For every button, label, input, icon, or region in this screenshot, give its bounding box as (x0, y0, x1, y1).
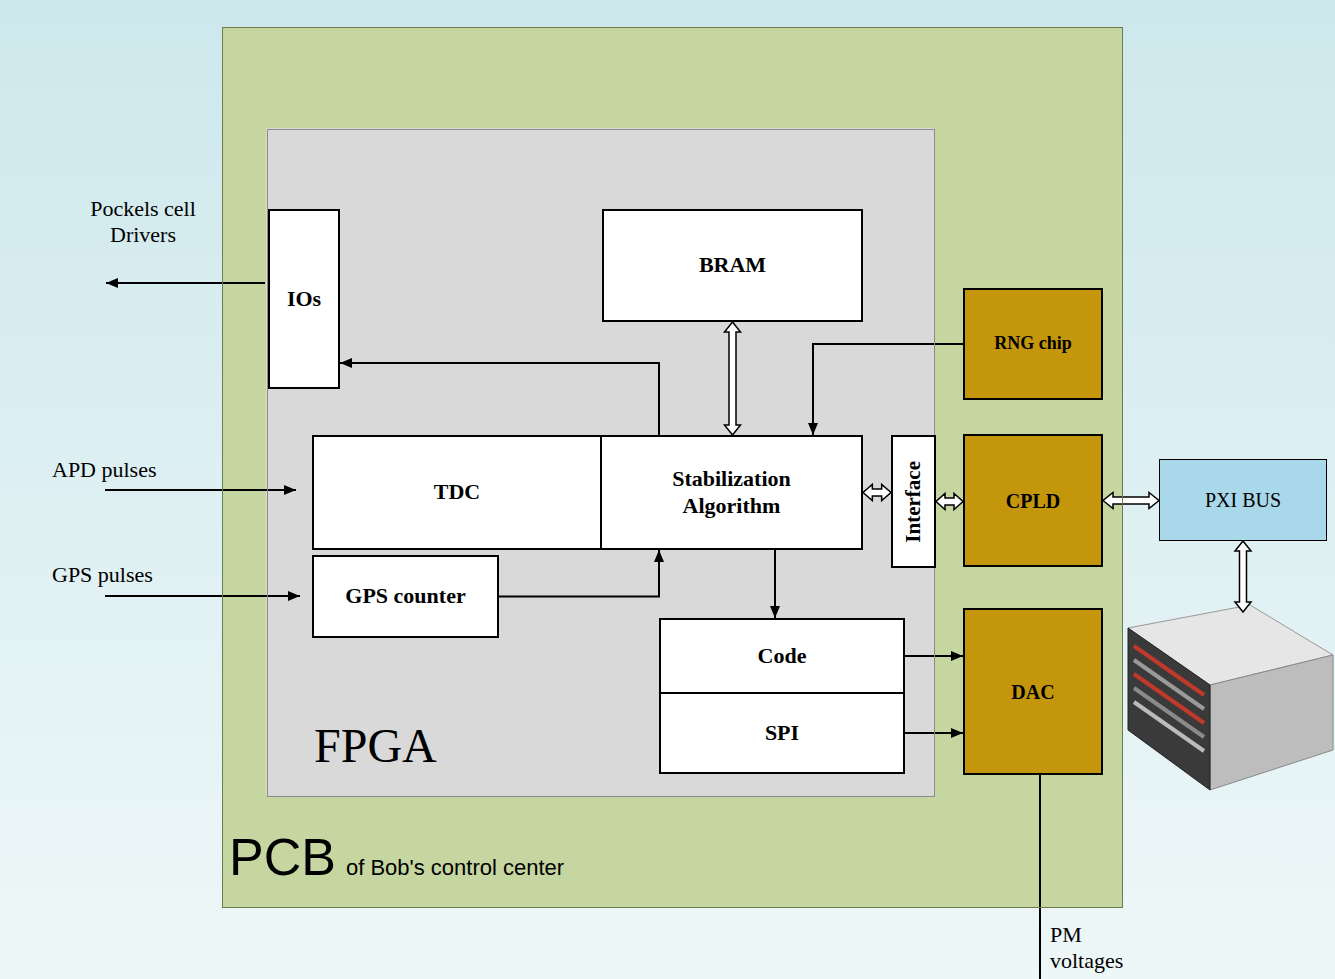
server-stripe (1134, 702, 1204, 751)
corner-label: FPGA (314, 722, 437, 770)
signal-wire (105, 595, 300, 597)
server-stripe (1134, 660, 1204, 709)
server-side (1210, 655, 1333, 790)
algorithm-block: Stabilization Algorithm (600, 435, 863, 550)
box-label: TDC (434, 479, 480, 505)
box-label: DAC (1011, 680, 1054, 704)
signal-wire (105, 489, 296, 491)
box-content: RNG chip (994, 333, 1072, 355)
box-label: Interface (901, 461, 926, 543)
corner-label: PCB of Bob's control center (229, 831, 564, 883)
box-label: CPLD (1006, 489, 1060, 513)
signal-arrow (813, 344, 963, 435)
box-content: IOs (287, 286, 321, 312)
box-label: Stabilization Algorithm (647, 466, 817, 519)
signal-label: APD pulses (52, 457, 202, 483)
box-content: TDC (434, 479, 480, 505)
code-block: Code (659, 618, 905, 694)
bus-arrow (1235, 541, 1251, 612)
signal-arrow (340, 363, 659, 435)
bus-arrow (1103, 493, 1159, 509)
box-content: SPI (765, 720, 799, 746)
pcb-fill (222, 27, 1123, 908)
box-label: Code (758, 643, 807, 669)
box-label: IOs (287, 286, 321, 312)
signal-arrow (905, 655, 963, 657)
server-stripe (1134, 688, 1204, 737)
memory-block: BRAM (602, 209, 863, 322)
spi-block: SPI (659, 692, 905, 774)
fpga-region: FPGA IOs BRAM TDC Stabilization AlgorithmGPS… (267, 129, 935, 797)
counter-block: GPS counter (312, 555, 499, 638)
server-front (1128, 628, 1210, 790)
signal-arrow (499, 550, 659, 597)
bus-arrow (863, 485, 891, 501)
pcb-board: PCB of Bob's control center FPGA IOs BRAM TDC… (222, 27, 1123, 908)
chip-box: RNG chip (963, 288, 1103, 400)
signal-label: Pockels cell Drivers (78, 196, 208, 249)
region-subtitle: of Bob's control center (346, 857, 564, 879)
box-label: SPI (765, 720, 799, 746)
server-illustration (1128, 605, 1333, 790)
chip-box: DAC (963, 608, 1103, 775)
box-content: Code (758, 643, 807, 669)
interface-block: Interface (891, 435, 936, 568)
box-label: RNG chip (994, 333, 1072, 355)
server-stripe (1134, 646, 1204, 695)
box-content: DAC (1011, 680, 1054, 704)
box-content: Interface (901, 461, 926, 543)
server-stripe (1134, 674, 1204, 723)
box-label: PXI BUS (1205, 488, 1281, 512)
tdc-block: TDC (312, 435, 602, 550)
box-content: BRAM (699, 252, 766, 278)
box-content: CPLD (1006, 489, 1060, 513)
fpga-fill (266, 128, 934, 796)
box-label: BRAM (699, 252, 766, 278)
signal-arrow (774, 550, 776, 618)
bus-box: PXI BUS (1159, 459, 1327, 541)
signal-arrow (905, 732, 963, 734)
box-content: PXI BUS (1205, 488, 1281, 512)
region-title: FPGA (314, 722, 437, 770)
signal-label: PM voltages (1050, 922, 1145, 975)
signal-label: GPS pulses (52, 562, 202, 588)
signal-wire (106, 282, 265, 284)
signal-wire (1039, 774, 1041, 979)
bus-arrow (725, 322, 741, 435)
io-block: IOs (268, 209, 340, 389)
bus-arrow (936, 494, 963, 510)
region-title: PCB (229, 831, 336, 883)
chip-box: CPLD (963, 434, 1103, 567)
box-label: GPS counter (345, 583, 465, 609)
box-content: GPS counter (345, 583, 465, 609)
box-content: Stabilization Algorithm (647, 466, 817, 519)
